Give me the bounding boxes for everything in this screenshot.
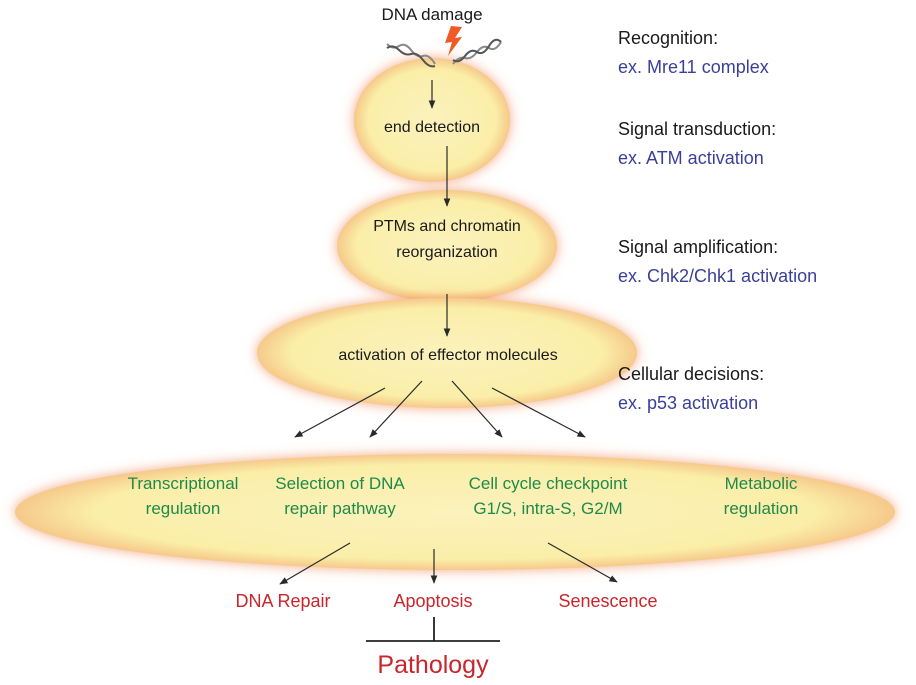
arrow-effector-to-repair-selection xyxy=(369,380,423,438)
stage-cellular-decisions: Cellular decisions: ex. p53 activation xyxy=(618,364,764,413)
effector-node xyxy=(257,298,637,408)
svg-text:Signal transduction:: Signal transduction: xyxy=(618,119,776,139)
decision-metabolic: Metabolic regulation xyxy=(724,474,799,518)
decision-cell-cycle-checkpoint: Cell cycle checkpoint G1/S, intra-S, G2/… xyxy=(469,474,628,518)
lightning-bolt-icon xyxy=(445,26,462,56)
outcome-dna-repair: DNA Repair xyxy=(235,591,330,611)
svg-text:regulation: regulation xyxy=(724,499,799,518)
svg-text:Cell cycle checkpoint: Cell cycle checkpoint xyxy=(469,474,628,493)
svg-text:Transcriptional: Transcriptional xyxy=(128,474,239,493)
arrow-effector-to-transcriptional xyxy=(294,387,386,438)
svg-text:ex. Chk2/Chk1 activation: ex. Chk2/Chk1 activation xyxy=(618,266,817,286)
arrow-effector-to-metabolic xyxy=(491,387,586,438)
ptms-node xyxy=(337,190,557,302)
svg-text:regulation: regulation xyxy=(146,499,221,518)
decisions-node xyxy=(15,454,895,570)
arrow-effector-to-checkpoint xyxy=(451,380,503,438)
svg-text:Recognition:: Recognition: xyxy=(618,28,718,48)
outcome-apoptosis: Apoptosis xyxy=(393,591,472,611)
svg-text:Cellular decisions:: Cellular decisions: xyxy=(618,364,764,384)
svg-text:Selection of DNA: Selection of DNA xyxy=(275,474,405,493)
decision-repair-selection: Selection of DNA repair pathway xyxy=(275,474,405,518)
arrow-to-senescence xyxy=(547,542,618,583)
svg-text:ex. Mre11 complex: ex. Mre11 complex xyxy=(618,57,769,77)
pathology-label: Pathology xyxy=(377,651,489,679)
svg-text:Signal amplification:: Signal amplification: xyxy=(618,237,778,257)
outcome-senescence: Senescence xyxy=(558,591,657,611)
svg-text:repair pathway: repair pathway xyxy=(284,499,396,518)
effector-label: activation of effector molecules xyxy=(338,347,557,364)
svg-text:ex. ATM activation: ex. ATM activation xyxy=(618,148,764,168)
end-detection-label: end detection xyxy=(384,119,480,136)
dna-damage-label: DNA damage xyxy=(381,5,482,24)
stage-signal-transduction: Signal transduction: ex. ATM activation xyxy=(618,119,776,168)
svg-text:ex. p53 activation: ex. p53 activation xyxy=(618,393,758,413)
stage-recognition: Recognition: ex. Mre11 complex xyxy=(618,28,769,77)
ptms-label-line2: reorganization xyxy=(396,244,497,261)
svg-text:G1/S, intra-S, G2/M: G1/S, intra-S, G2/M xyxy=(473,499,622,518)
decision-transcriptional: Transcriptional regulation xyxy=(128,474,239,518)
svg-text:Metabolic: Metabolic xyxy=(725,474,798,493)
arrow-to-dna-repair xyxy=(279,542,351,585)
broken-dna-helix-icon xyxy=(386,38,502,68)
ptms-label-line1: PTMs and chromatin xyxy=(373,218,521,235)
end-detection-node xyxy=(354,58,510,182)
stage-signal-amplification: Signal amplification: ex. Chk2/Chk1 acti… xyxy=(618,237,817,286)
